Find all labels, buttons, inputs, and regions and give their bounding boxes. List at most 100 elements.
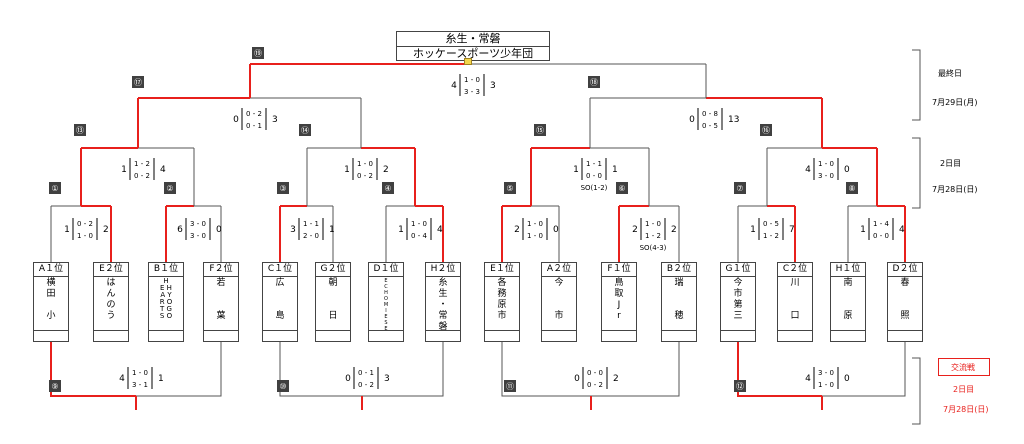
match-number-badge — [277, 380, 289, 392]
score-half-1: 1 - 4 — [873, 220, 889, 228]
match-number-label: ⑱ — [590, 78, 598, 87]
match-score: 0 0 - 8 0 - 5 13 — [689, 108, 739, 130]
score-half-2: 1 - 0 — [818, 381, 834, 389]
team-name: 各務原市 — [485, 277, 519, 331]
match-number-badge — [299, 124, 311, 136]
champion-name-line1: 糸生・常磐 — [397, 32, 549, 47]
score-half-2: 3 - 0 — [190, 232, 206, 240]
score-total-left: 4 — [451, 81, 457, 91]
team-box: B２位瑞 穂 — [661, 262, 697, 342]
score-total-right: 3 — [384, 374, 390, 384]
team-box: E１位各務原市 — [484, 262, 520, 342]
match-number-badge — [734, 380, 746, 392]
match-number-label: ⑤ — [506, 184, 513, 193]
team-name: 南 原 — [831, 277, 865, 331]
score-total-right: 0 — [553, 225, 559, 235]
match-score: 43 - 01 - 00 — [805, 367, 850, 389]
score-half-1: 1 - 0 — [818, 160, 834, 168]
team-name: はんのう — [94, 277, 128, 331]
final-day-label: 最終日 — [938, 69, 962, 78]
match-number-badge — [49, 380, 61, 392]
score-half-1: 0 - 8 — [702, 110, 718, 118]
match-score: 11 - 40 - 04 — [860, 218, 905, 240]
match-number-label: ⑪ — [506, 382, 514, 391]
team-rank: A２位 — [542, 263, 576, 277]
score-half-2: 0 - 0 — [873, 232, 889, 240]
match-number-label: ② — [166, 184, 173, 193]
match-number-badge — [504, 182, 516, 194]
match-score: 10 - 51 - 27 — [750, 218, 795, 240]
score-half-2: 2 - 0 — [303, 232, 319, 240]
exchange-bracket-right — [591, 342, 680, 397]
team-rank: G２位 — [316, 263, 350, 277]
match-score: 00 - 00 - 22 — [574, 367, 619, 389]
score-total-left: 1 — [750, 225, 756, 235]
trophy-marker-icon — [464, 58, 472, 65]
match-score: 11 - 20 - 24 — [121, 158, 166, 180]
score-total-left: 1 — [573, 165, 579, 175]
score-total-right: 0 — [216, 225, 222, 235]
score-half-2: 0 - 2 — [357, 172, 373, 180]
score-total-left: 1 — [121, 165, 127, 175]
match-number-label: ⑬ — [76, 126, 84, 135]
score-total-left: 3 — [290, 225, 296, 235]
match-score: 41 - 03 - 11 — [119, 367, 164, 389]
team-name: ECHOMIESEhn — [369, 277, 403, 331]
match-score: 11 - 00 - 22 — [344, 158, 389, 180]
score-half-2: 1 - 0 — [77, 232, 93, 240]
final-day-brace — [912, 49, 921, 121]
score-half-2: 0 - 2 — [358, 381, 374, 389]
exchange-bracket-right — [822, 342, 906, 397]
match-number-badge — [164, 182, 176, 194]
match-number-label: ⑲ — [254, 49, 262, 58]
exchange-bracket-right — [362, 342, 444, 397]
score-total-left: 0 — [689, 115, 695, 125]
match-number-label: ⑩ — [279, 382, 286, 391]
score-total-right: 4 — [160, 165, 166, 175]
team-box: F２位若 葉 — [203, 262, 239, 342]
day2-date: 7月28日(日) — [932, 185, 978, 194]
score-total-right: 4 — [437, 225, 443, 235]
team-box: E２位はんのう — [93, 262, 129, 342]
score-half-2: 0 - 5 — [702, 122, 718, 130]
score-half-1: 1 - 2 — [134, 160, 150, 168]
score-half-1: 0 - 5 — [763, 220, 779, 228]
score-total-right: 13 — [728, 115, 739, 125]
score-half-2: 3 - 0 — [818, 172, 834, 180]
team-box: D２位春 照 — [887, 262, 923, 342]
team-box: G１位今市第三 — [720, 262, 756, 342]
match-number-badge — [74, 124, 86, 136]
match-score: 41 - 03 - 00 — [805, 158, 850, 180]
team-rank: H１位 — [831, 263, 865, 277]
match-number-label: ① — [51, 184, 58, 193]
team-box: A２位今 市 — [541, 262, 577, 342]
match-number-badge — [252, 47, 264, 59]
team-rank: C２位 — [778, 263, 812, 277]
team-name: 広 島 — [263, 277, 297, 331]
match-number-label: ③ — [279, 184, 286, 193]
match-number-label: ⑧ — [848, 184, 855, 193]
team-rank: B２位 — [662, 263, 696, 277]
team-name: 瑞 穂 — [662, 277, 696, 331]
team-box: G２位朝 日 — [315, 262, 351, 342]
score-half-1: 0 - 1 — [358, 369, 374, 377]
score-total-right: 7 — [789, 225, 795, 235]
exchange-bracket-left — [50, 342, 136, 397]
score-half-1: 1 - 0 — [464, 76, 480, 84]
score-half-2: 0 - 0 — [586, 172, 602, 180]
team-rank: G１位 — [721, 263, 755, 277]
match-number-badge — [49, 182, 61, 194]
team-rank: D１位 — [369, 263, 403, 277]
score-half-1: 1 - 1 — [303, 220, 319, 228]
score-half-1: 1 - 0 — [132, 369, 148, 377]
team-rank: H２位 — [426, 263, 460, 277]
score-total-right: 3 — [272, 115, 278, 125]
team-name: 若 葉 — [204, 277, 238, 331]
match-score: 00 - 20 - 13 — [233, 108, 278, 130]
score-total-left: 4 — [805, 165, 811, 175]
score-total-right: 2 — [671, 225, 677, 235]
match-number-label: ⑦ — [736, 184, 743, 193]
